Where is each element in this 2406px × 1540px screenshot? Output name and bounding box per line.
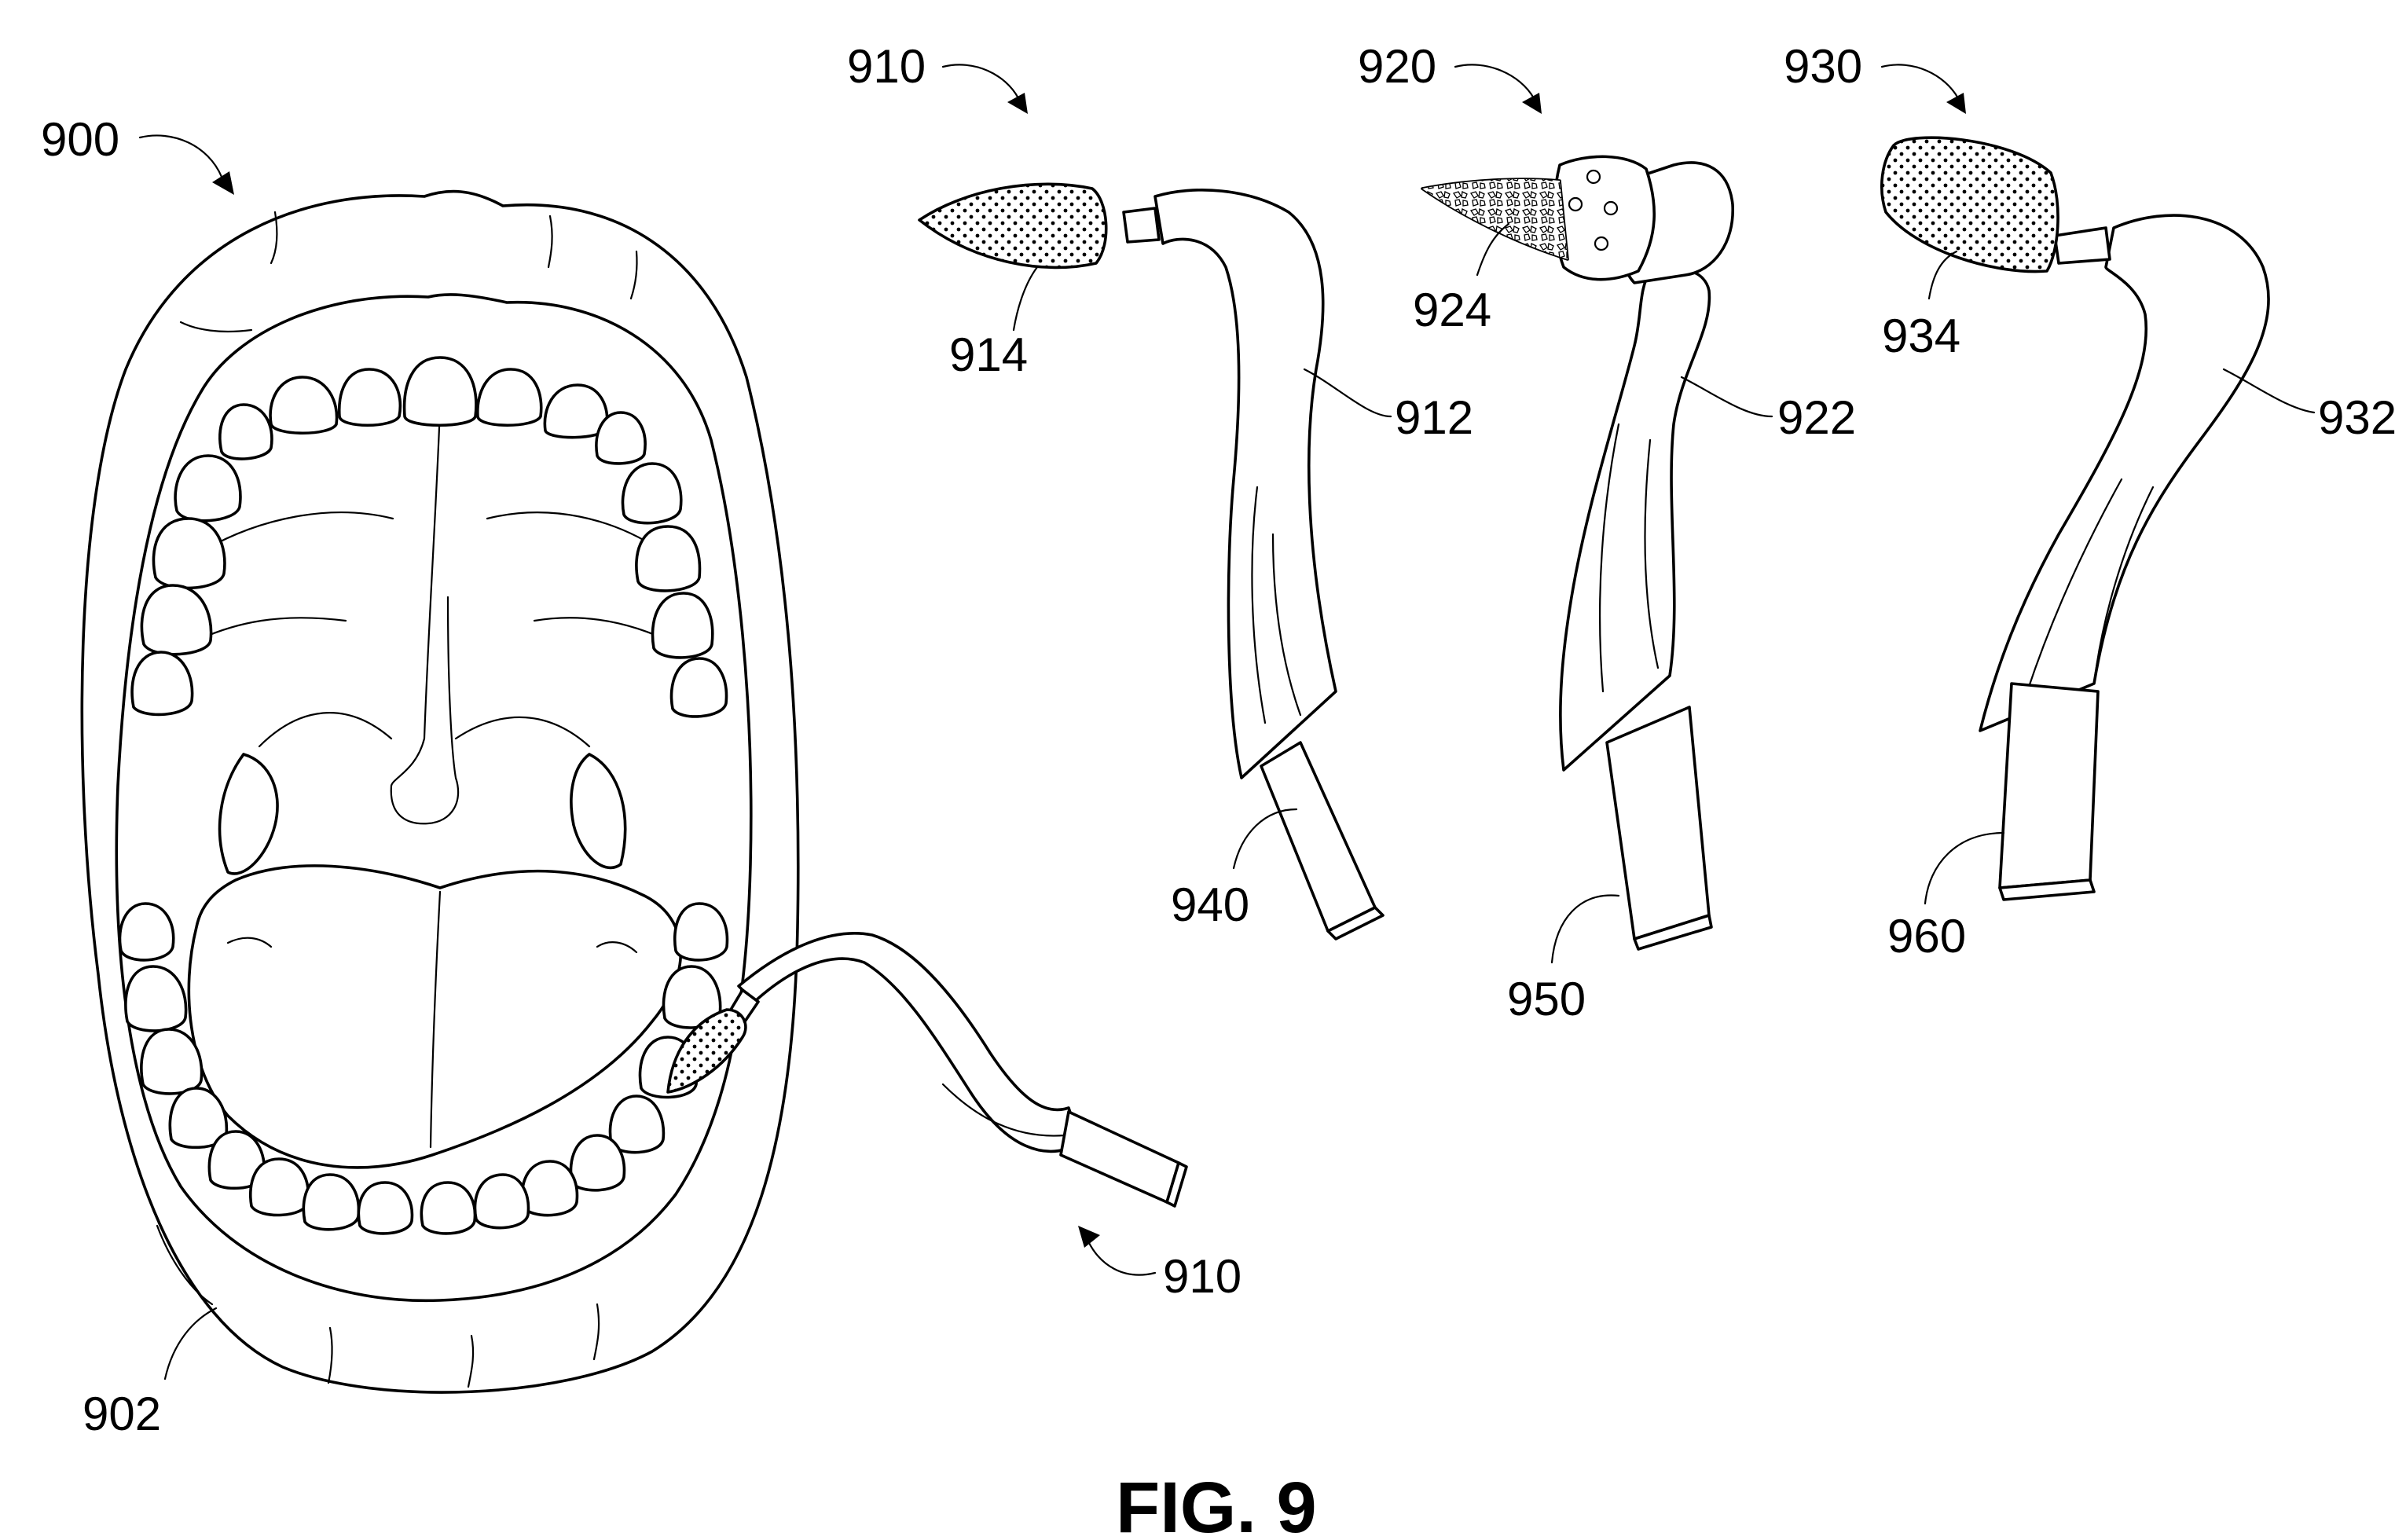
label-920: 920 xyxy=(1358,40,1436,93)
label-932: 932 xyxy=(2318,391,2397,444)
tool-910-body xyxy=(1153,189,1337,779)
tool-930-body xyxy=(1979,214,2270,732)
label-924: 924 xyxy=(1413,284,1491,336)
tool-930 xyxy=(1880,136,2270,901)
uvula xyxy=(390,596,460,825)
tool-910-in-mouth xyxy=(666,932,1188,1208)
label-914: 914 xyxy=(949,328,1028,381)
label-934: 934 xyxy=(1882,310,1960,362)
label-930: 930 xyxy=(1784,40,1862,93)
right-tonsil xyxy=(570,753,627,870)
open-mouth-illustration xyxy=(80,189,1188,1394)
left-tonsil xyxy=(218,753,279,875)
tool-920 xyxy=(1421,155,1734,951)
label-960: 960 xyxy=(1887,910,1966,962)
tool-920-collar xyxy=(1553,155,1656,281)
label-902: 902 xyxy=(83,1388,161,1440)
label-940: 940 xyxy=(1171,878,1249,931)
outer-lip-outline xyxy=(80,189,800,1394)
reference-labels: 900 910 920 930 914 912 940 924 922 950 … xyxy=(41,40,2397,1540)
tool-910-shank xyxy=(1260,741,1377,933)
tool-920-shank xyxy=(1605,706,1711,940)
label-912: 912 xyxy=(1395,391,1473,444)
label-950: 950 xyxy=(1507,973,1586,1025)
label-910-bottom: 910 xyxy=(1163,1250,1242,1303)
leader-lines xyxy=(138,64,2316,1380)
figure-caption: FIG. 9 xyxy=(1116,1468,1317,1540)
tool-930-shank xyxy=(1998,682,2100,889)
label-910-top: 910 xyxy=(847,40,926,93)
lower-teeth xyxy=(118,902,729,1235)
label-900: 900 xyxy=(41,113,119,166)
inner-lip-outline xyxy=(115,293,753,1303)
label-922: 922 xyxy=(1777,391,1856,444)
palate-midline xyxy=(390,407,442,787)
tool-920-body xyxy=(1559,266,1711,772)
upper-teeth xyxy=(130,356,728,718)
tool-910 xyxy=(918,182,1385,940)
